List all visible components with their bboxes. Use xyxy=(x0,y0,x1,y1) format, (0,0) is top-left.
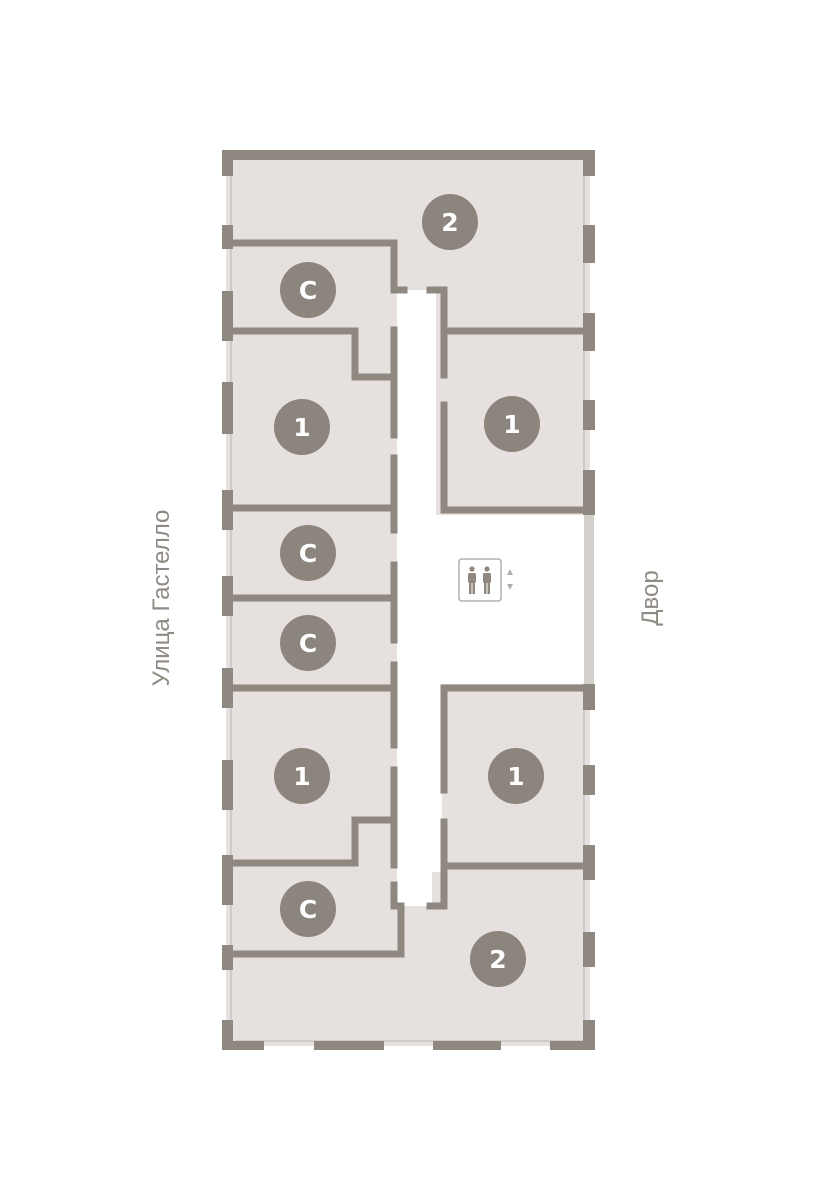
svg-text:1: 1 xyxy=(503,410,520,439)
apartment-badge: 2 xyxy=(470,931,526,987)
apartment-badge: 1 xyxy=(274,399,330,455)
interior-walls xyxy=(226,239,589,958)
apartment-badge: С xyxy=(280,881,336,937)
up-down-arrows-icon xyxy=(507,569,513,590)
svg-text:1: 1 xyxy=(293,413,310,442)
outer-walls xyxy=(222,150,595,1050)
svg-text:2: 2 xyxy=(441,208,458,237)
svg-text:1: 1 xyxy=(507,762,524,791)
apartment-badge: С xyxy=(280,525,336,581)
apartment-badge: С xyxy=(280,262,336,318)
apartment-badge: С xyxy=(280,615,336,671)
apartment-badge: 2 xyxy=(422,194,478,250)
street-label-right: Двор xyxy=(637,570,664,626)
elevator-icon xyxy=(458,558,502,602)
svg-text:1: 1 xyxy=(293,762,310,791)
apartment-badges: 2 С 1 1 С С 1 1 xyxy=(274,194,544,987)
apartment-badge: 1 xyxy=(484,396,540,452)
svg-text:С: С xyxy=(299,895,317,924)
corridor xyxy=(397,290,588,906)
svg-text:С: С xyxy=(299,539,317,568)
apartment-badge: 1 xyxy=(488,748,544,804)
street-label-left: Улица Гастелло xyxy=(148,509,175,687)
svg-text:2: 2 xyxy=(489,945,506,974)
svg-text:С: С xyxy=(299,276,317,305)
svg-text:С: С xyxy=(299,629,317,658)
apartment-badge: 1 xyxy=(274,748,330,804)
